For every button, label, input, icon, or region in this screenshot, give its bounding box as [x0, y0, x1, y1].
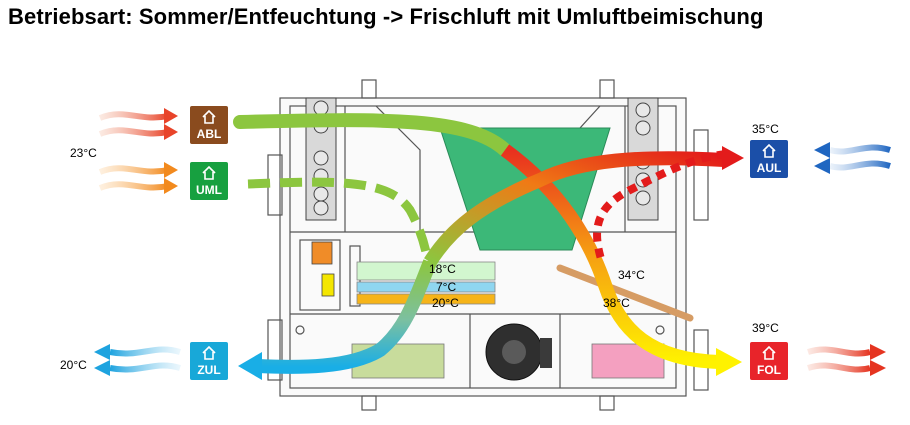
badge-aul: AUL [750, 140, 788, 178]
badge-zul: ZUL [190, 342, 228, 380]
supply-arrowhead [238, 352, 262, 380]
inlet-arrows-uml [98, 162, 178, 194]
page-title: Betriebsart: Sommer/Entfeuchtung -> Fris… [8, 4, 764, 29]
recirculation-airflow [247, 177, 433, 263]
temp-inlet: 23°C [70, 146, 97, 160]
temp-outdoor: 35°C [752, 122, 779, 136]
bypass-airflow [593, 150, 727, 264]
supply-arrows-out [94, 344, 181, 376]
badge-fol-label: FOL [757, 363, 781, 377]
house-icon [762, 346, 776, 360]
exhaust-airflow [500, 144, 721, 369]
exhaust-arrows-out [807, 344, 886, 376]
house-icon [202, 346, 216, 360]
temp-mid1: 34°C [618, 268, 645, 282]
pipe [556, 264, 694, 322]
badge-abl-label: ABL [196, 127, 222, 141]
temp-coil3: 20°C [432, 296, 459, 310]
temp-coil1: 18°C [429, 262, 456, 276]
badge-abl: ABL [190, 106, 228, 144]
temp-coil2: 7°C [436, 280, 457, 294]
badge-uml: UML [190, 162, 228, 200]
house-icon [762, 144, 776, 158]
temp-exhaust: 39°C [752, 321, 779, 335]
temp-mid2: 38°C [603, 296, 630, 310]
yellow-module [321, 273, 335, 297]
control-box [311, 241, 333, 265]
supply-airflow [257, 259, 437, 374]
temp-supply: 20°C [60, 358, 87, 372]
outdoor-airflow [424, 151, 725, 266]
badge-aul-label: AUL [756, 161, 782, 175]
inlet-arrows-abl [98, 108, 178, 140]
badge-uml-label: UML [196, 183, 222, 197]
badge-zul-label: ZUL [197, 363, 221, 377]
house-icon [202, 166, 216, 180]
house-icon [202, 110, 216, 124]
outdoor-arrows-in [814, 142, 891, 174]
badge-fol: FOL [750, 342, 788, 380]
outdoor-arrowhead [722, 146, 744, 170]
exhaust-arrowhead [716, 348, 742, 376]
compressor [485, 323, 552, 381]
